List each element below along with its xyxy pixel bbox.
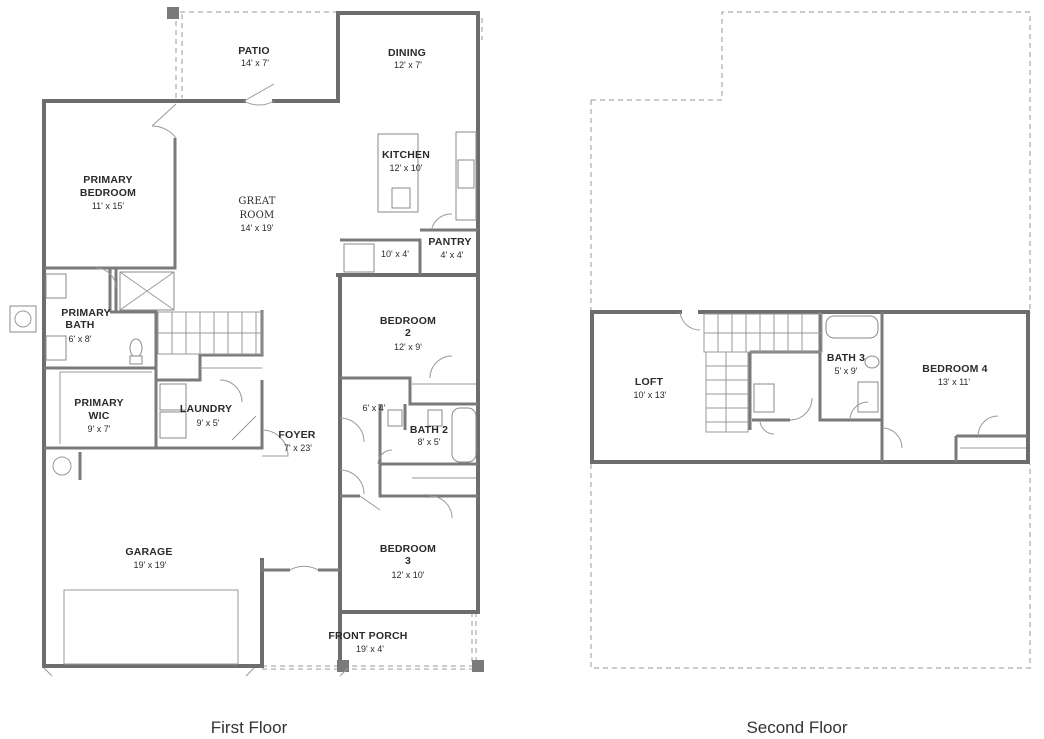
- room-label-bath-2: BATH 2: [410, 424, 448, 436]
- room-label-dining: DINING: [388, 47, 426, 59]
- room-dims-kitchen: 12' x 10': [390, 163, 423, 173]
- room-label-great-room: GREAT: [238, 196, 275, 207]
- room-dims-bedroom-3: 12' x 10': [392, 570, 425, 580]
- room-dims-mudroom: 10' x 4': [381, 249, 409, 259]
- room-label-bedroom-2: BEDROOM: [380, 315, 436, 327]
- dryer: [159, 411, 187, 439]
- bathtub: [451, 407, 477, 463]
- room-dims-bath-2: 8' x 5': [418, 437, 441, 447]
- stairs-second-floor: [703, 313, 823, 433]
- room-dims-great-room: 14' x 19': [241, 223, 274, 233]
- room-label-primary-wic: PRIMARY: [74, 397, 123, 409]
- room-label-primary-bedroom-2: BEDROOM: [80, 187, 136, 199]
- room-label-bedroom-4: BEDROOM 4: [922, 363, 987, 375]
- vanity-sink: [45, 335, 67, 361]
- garage-door: [63, 589, 239, 665]
- room-label-great-room-2: ROOM: [240, 210, 275, 221]
- second-floor-plan: [590, 11, 1031, 669]
- room-label-pantry: PANTRY: [428, 236, 471, 248]
- exterior-wall-garage: [42, 366, 264, 668]
- room-dims-primary-wic: 9' x 7': [88, 424, 111, 434]
- vanity-sink: [45, 273, 67, 299]
- exterior-wall-bedrooms: [338, 273, 480, 614]
- room-dims-primary-bath: 6' x 8': [69, 334, 92, 344]
- room-labels: PATIO 14' x 7' DINING 12' x 7' KITCHEN 1…: [61, 45, 987, 654]
- stairs-first-floor: [157, 311, 263, 355]
- room-label-front-porch: FRONT PORCH: [328, 630, 407, 642]
- room-label-bedroom-2-num: 2: [405, 327, 411, 339]
- room-dims-front-porch: 19' x 4': [356, 644, 384, 654]
- room-dims-bedroom-2: 12' x 9': [394, 342, 422, 352]
- toilet: [129, 338, 143, 358]
- room-label-primary-wic-2: WIC: [88, 410, 109, 422]
- caption-first-floor: First Floor: [210, 718, 288, 737]
- room-dims-garage: 19' x 19': [134, 560, 167, 570]
- foyer-door: [261, 429, 289, 457]
- washer: [159, 383, 187, 411]
- room-dims-bedroom-4: 13' x 11': [938, 377, 971, 387]
- vanity-sink-2: [857, 381, 879, 413]
- room-dims-dining: 12' x 7': [394, 60, 422, 70]
- hvac-unit: [9, 305, 37, 333]
- second-floor-exterior-wall: [590, 310, 1030, 464]
- room-dims-patio: 14' x 7': [241, 58, 269, 68]
- room-label-primary-bath-2: BATH: [65, 319, 94, 331]
- first-floor-plan: [9, 7, 484, 677]
- room-label-garage: GARAGE: [125, 546, 172, 558]
- room-dims-foyer: 7' x 23': [284, 443, 312, 453]
- room-label-kitchen: KITCHEN: [382, 149, 430, 161]
- exterior-wall-north-east: [336, 11, 480, 277]
- room-label-foyer: FOYER: [278, 429, 315, 441]
- room-dims-pantry: 4' x 4': [441, 250, 464, 260]
- room-dims-loft: 10' x 13': [634, 390, 667, 400]
- room-label-primary-bath: PRIMARY: [61, 307, 110, 319]
- room-dims-linen: 6' x 4': [363, 403, 386, 413]
- room-label-primary-bedroom: PRIMARY: [83, 174, 132, 186]
- bathtub-2: [825, 315, 879, 339]
- room-label-bedroom-3: BEDROOM: [380, 543, 436, 555]
- patio-door: [243, 83, 275, 106]
- room-label-laundry: LAUNDRY: [180, 403, 232, 415]
- caption-second-floor: Second Floor: [746, 718, 848, 737]
- room-dims-laundry: 9' x 5': [197, 418, 220, 428]
- room-label-bath-3: BATH 3: [827, 352, 865, 364]
- room-label-bedroom-3-num: 3: [405, 555, 411, 567]
- room-label-loft: LOFT: [635, 376, 664, 388]
- water-heater: [52, 456, 72, 476]
- room-dims-primary-bedroom: 11' x 15': [92, 201, 125, 211]
- room-dims-bath-3: 5' x 9': [835, 366, 858, 376]
- room-label-patio: PATIO: [238, 45, 270, 57]
